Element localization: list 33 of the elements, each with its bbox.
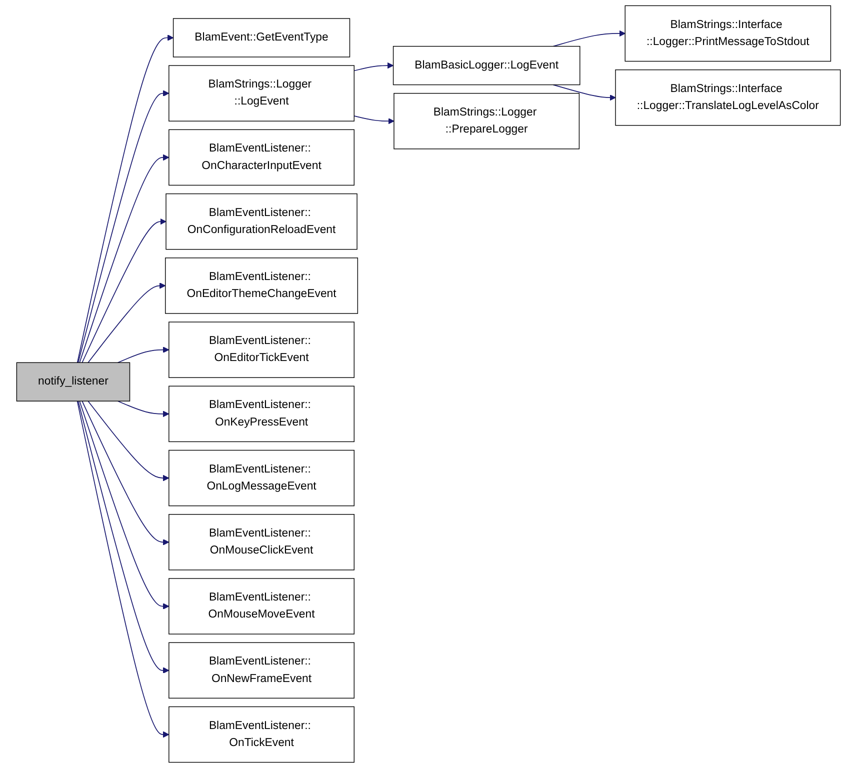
node-box: BlamEventListener:: OnKeyPressEvent (168, 386, 354, 442)
node-box: BlamEvent::GetEventType (172, 18, 350, 58)
arrow (88, 400, 170, 482)
arrow (82, 400, 170, 546)
arrow (79, 400, 170, 610)
node-box: BlamStrings::Interface ::Logger::PrintMessageToStdout (624, 5, 832, 62)
node-box: BlamEventListener:: OnConfigurationReloadEvent (166, 193, 358, 250)
node-box: BlamStrings::Logger ::LogEvent (168, 65, 354, 122)
arrow (552, 30, 626, 47)
arrow (117, 400, 170, 418)
node-box: notify_listener (16, 362, 130, 402)
node-box: BlamEventListener:: OnCharacterInputEvent (168, 129, 354, 186)
arrow (78, 400, 170, 674)
node-box: BlamEventListener:: OnMouseClickEvent (168, 514, 354, 570)
arrow (76, 400, 170, 738)
node-box: BlamEventListener:: OnNewFrameEvent (168, 642, 354, 699)
node-box: BlamEventListener:: OnMouseMoveEvent (168, 578, 354, 634)
arrow (79, 154, 170, 364)
arrow (117, 346, 170, 364)
node-box: BlamEventListener:: OnLogMessageEvent (168, 450, 354, 506)
arrow (354, 115, 394, 124)
arrow (76, 34, 174, 364)
node-box: BlamEventListener:: OnEditorThemeChangeEvent (165, 258, 358, 314)
node-box: BlamStrings::Logger ::PrepareLogger (394, 92, 580, 150)
node-box: BlamEventListener:: OnTickEvent (168, 706, 354, 763)
arrow (354, 62, 394, 72)
arrow (78, 90, 170, 364)
arrow (82, 218, 166, 364)
node-box: BlamBasicLogger::LogEvent (392, 46, 580, 86)
node-box: BlamEventListener:: OnEditorTickEvent (168, 322, 354, 378)
arrow (88, 282, 166, 364)
node-box: BlamStrings::Interface ::Logger::TranslateLogLevelAsColor (615, 69, 841, 126)
arrow (552, 84, 616, 101)
